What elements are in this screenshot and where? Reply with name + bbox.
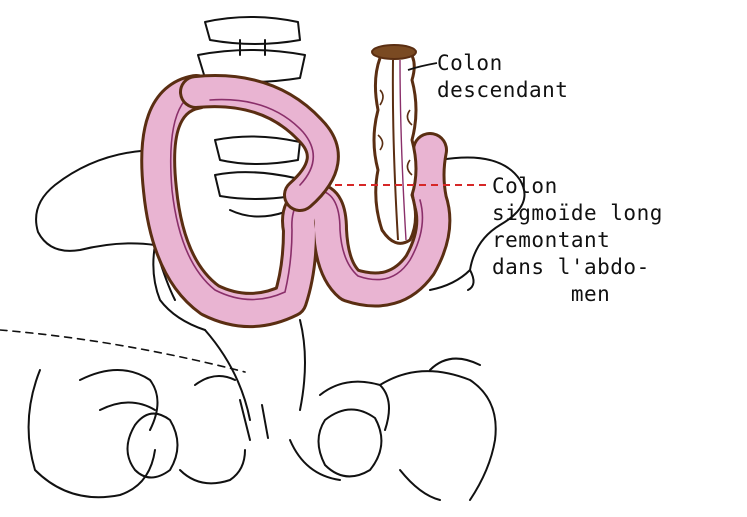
label-line: descendant <box>437 78 568 102</box>
left-hip <box>29 370 155 497</box>
label-line: dans l'abdo- <box>492 255 650 279</box>
sacrum <box>205 320 305 420</box>
vertebra-top <box>205 17 300 44</box>
label-colon-sigmoide: Colon sigmoïde long remontant dans l'abd… <box>492 173 663 308</box>
dashed-line <box>0 330 245 372</box>
label-line: Colon <box>492 174 558 198</box>
right-hip <box>320 382 389 430</box>
right-obturator <box>319 409 382 476</box>
label-line: Colon <box>437 51 503 75</box>
descending-colon <box>372 45 416 243</box>
label-line: men <box>492 282 610 306</box>
vertebra-3 <box>215 136 300 164</box>
label-colon-descendant: Colon descendant <box>437 50 568 104</box>
label-line: sigmoïde long <box>492 201 663 225</box>
label-line: remontant <box>492 228 610 252</box>
